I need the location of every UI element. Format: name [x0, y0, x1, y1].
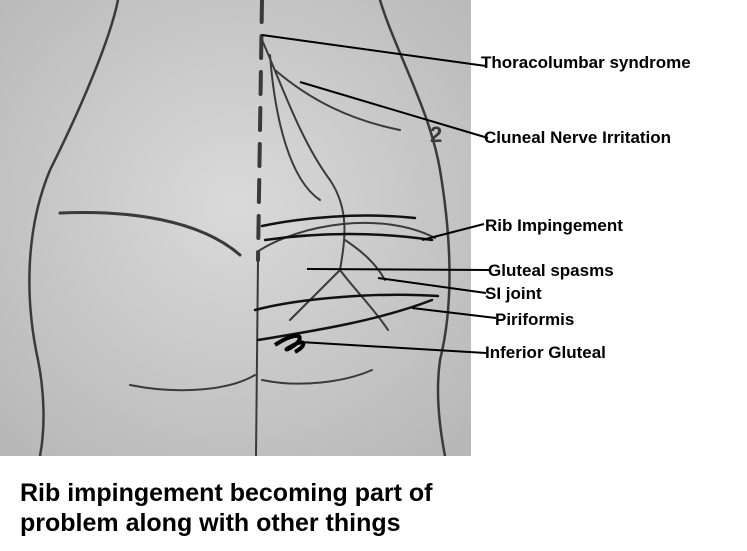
label-si-joint: SI joint — [485, 284, 542, 303]
iliac-crest-left — [58, 211, 242, 257]
leader-si-joint — [377, 277, 487, 294]
spine-dashed-line — [256, 0, 264, 262]
label-inferior-gluteal: Inferior Gluteal — [485, 343, 606, 362]
nerve-branch-lower-left — [289, 269, 341, 321]
label-gluteal-spasms: Gluteal spasms — [488, 261, 614, 280]
caption: Rib impingement becoming part of problem… — [20, 478, 540, 538]
rib-line-2 — [263, 232, 434, 242]
si-line — [253, 293, 440, 312]
label-rib-impingement: Rib Impingement — [485, 216, 623, 235]
nerve-branch-upper — [274, 69, 401, 131]
rib-line-1 — [260, 214, 417, 228]
caption-line-1: Rib impingement becoming part of — [20, 479, 433, 507]
leader-thoracolumbar — [261, 34, 487, 67]
label-cluneal-nerve-irritation: Cluneal Nerve Irritation — [484, 128, 672, 147]
buttock-contour-right — [261, 369, 373, 385]
nerve-branch-lower-right — [339, 269, 389, 331]
label-thoracolumbar-syndrome: Thoracolumbar syndrome — [481, 53, 691, 72]
iliac-crest-right — [259, 221, 436, 251]
leader-gluteal-spasms — [306, 268, 491, 271]
caption-line-2: problem along with other things — [20, 509, 401, 537]
nerve-trunk — [261, 39, 346, 271]
nerve-branch-si — [344, 239, 386, 281]
gluteal-cleft — [255, 259, 259, 456]
leader-rib — [421, 223, 485, 241]
sketch-mark: 2 — [430, 122, 442, 147]
body-outline-right — [378, 0, 451, 456]
leader-inferior-gluteal — [299, 341, 487, 354]
buttock-contour-left — [129, 374, 256, 392]
label-piriformis: Piriformis — [495, 310, 575, 329]
piriformis-line — [256, 298, 434, 342]
leader-cluneal — [299, 81, 489, 139]
inferior-gluteal-scribble — [273, 333, 306, 354]
body-outline-left — [28, 0, 120, 456]
back-sketch: 2 — [0, 0, 471, 456]
photo-background — [0, 0, 471, 456]
nerve-branch-medial — [269, 54, 321, 201]
anatomy-photo: 2 — [0, 0, 471, 456]
leader-piriformis — [411, 307, 497, 319]
